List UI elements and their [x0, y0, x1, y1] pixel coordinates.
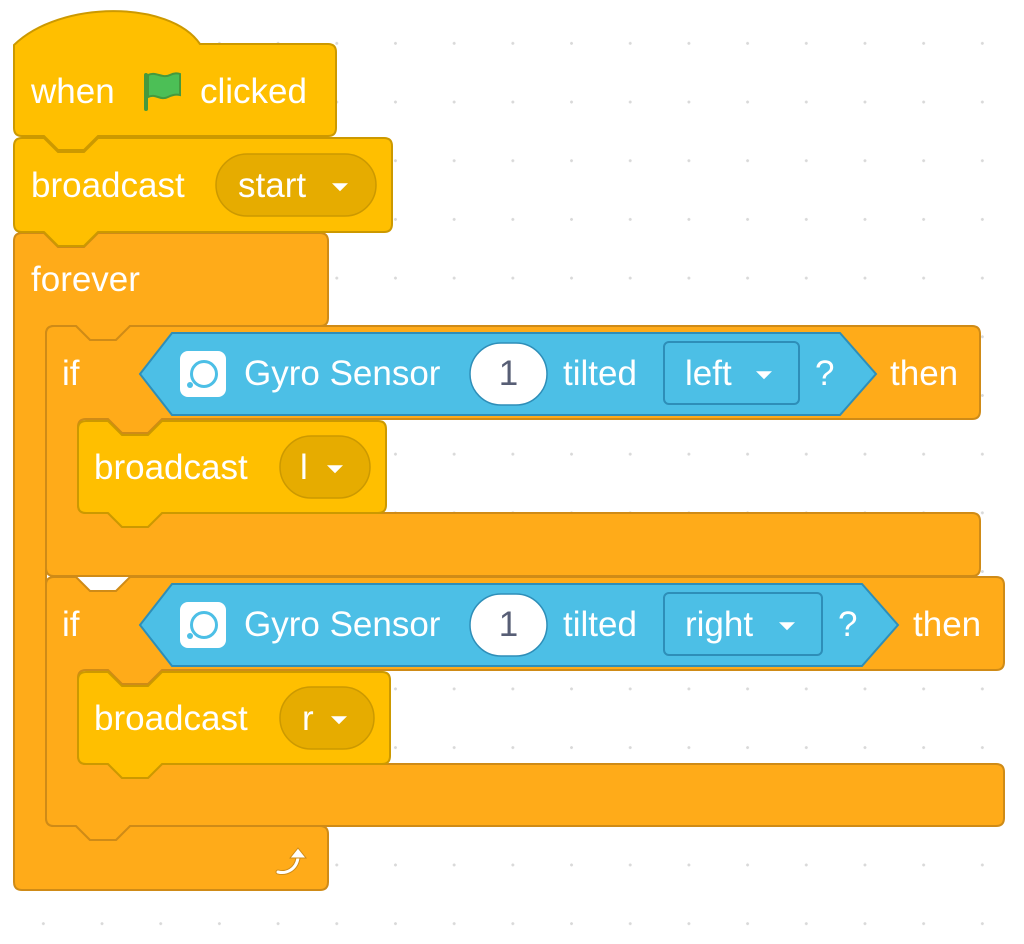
loop-arrow-icon — [275, 847, 308, 875]
broadcast-label: broadcast — [94, 699, 248, 738]
broadcast-label: broadcast — [31, 166, 185, 205]
port-value: 1 — [498, 605, 519, 644]
direction-dropdown-right[interactable] — [663, 592, 823, 656]
question-label: ? — [838, 605, 858, 644]
broadcast-message-value: r — [302, 699, 314, 738]
direction-dropdown-left[interactable] — [663, 341, 800, 405]
broadcast-start-dropdown[interactable] — [215, 153, 377, 217]
broadcast-message-value: l — [300, 448, 308, 487]
gyro-sensor-icon — [180, 351, 226, 397]
broadcast-message-value: start — [238, 166, 307, 205]
if-label: if — [62, 354, 80, 393]
tilted-label: tilted — [563, 605, 637, 644]
dropdown-arrow-icon — [332, 183, 348, 192]
direction-value: left — [685, 354, 732, 393]
dropdown-arrow-icon — [331, 716, 347, 725]
if-label: if — [62, 605, 80, 644]
forever-label: forever — [31, 260, 140, 299]
gyro-sensor-label: Gyro Sensor — [244, 605, 441, 644]
port-input-right[interactable] — [469, 593, 548, 657]
question-label: ? — [815, 354, 835, 393]
port-value: 1 — [498, 354, 519, 393]
dropdown-arrow-icon — [327, 465, 343, 474]
dropdown-arrow-icon — [779, 622, 795, 631]
broadcast-l-dropdown[interactable] — [279, 435, 371, 499]
green-flag-icon[interactable] — [138, 69, 184, 115]
broadcast-r-dropdown[interactable] — [279, 686, 375, 750]
gyro-sensor-label: Gyro Sensor — [244, 354, 441, 393]
gyro-sensor-icon — [180, 602, 226, 648]
direction-value: right — [685, 605, 754, 644]
broadcast-label: broadcast — [94, 448, 248, 487]
when-label: when — [31, 72, 115, 111]
then-label: then — [890, 354, 959, 393]
then-label: then — [913, 605, 982, 644]
tilted-label: tilted — [563, 354, 637, 393]
port-input-left[interactable] — [469, 342, 548, 406]
dropdown-arrow-icon — [756, 371, 772, 380]
clicked-label: clicked — [200, 72, 307, 111]
